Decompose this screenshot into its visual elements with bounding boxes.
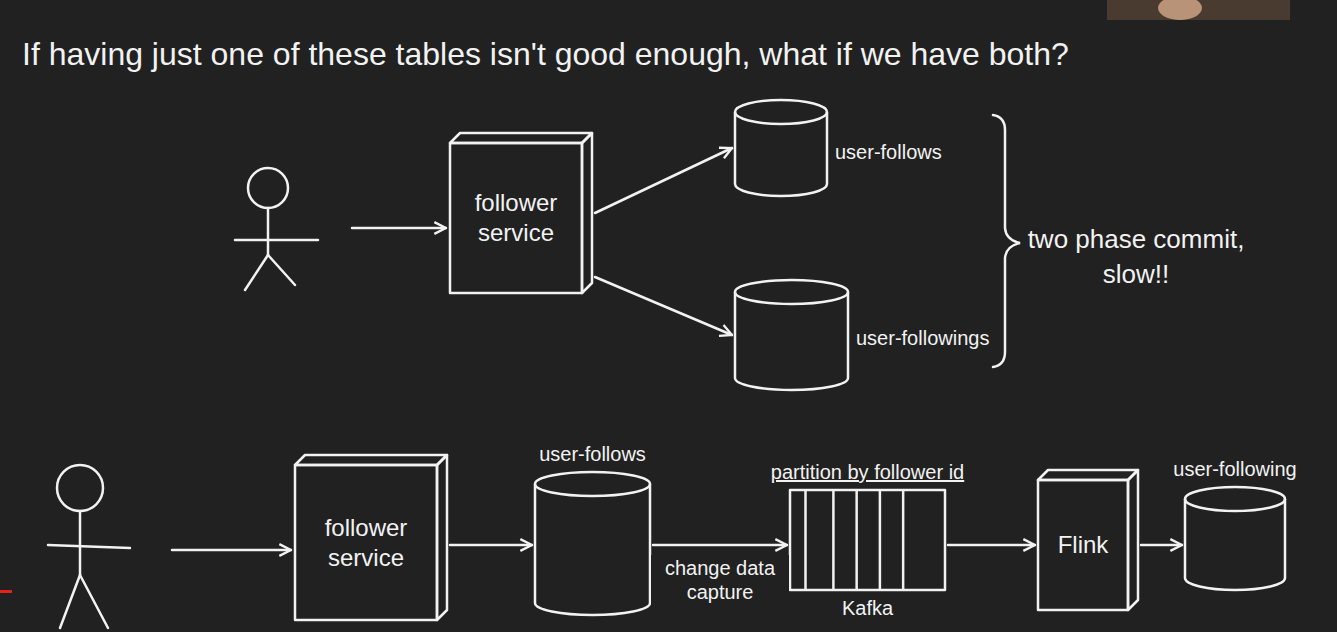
processor-box: Flink bbox=[1038, 470, 1138, 610]
label-slot: user-follows bbox=[539, 442, 646, 466]
label-slot: partition by follower id bbox=[771, 460, 964, 484]
connector-arrow bbox=[1141, 544, 1182, 547]
cylinder-body bbox=[735, 292, 848, 390]
cylinder-body bbox=[1185, 499, 1285, 590]
cylinder-top bbox=[535, 472, 650, 496]
box-face: Flink bbox=[1038, 480, 1128, 610]
label-slot: user-following bbox=[1173, 457, 1296, 481]
curly-brace bbox=[993, 115, 1020, 367]
queue-outline bbox=[790, 490, 945, 590]
node-outline bbox=[735, 100, 827, 196]
request-arrow bbox=[352, 227, 446, 230]
outline-shape bbox=[790, 490, 945, 590]
title: If having just one of these tables isn't… bbox=[22, 36, 1069, 73]
node-label: Flink bbox=[1058, 530, 1109, 560]
note: two phase commit, slow!! bbox=[1025, 222, 1247, 292]
queue-partition bbox=[855, 490, 858, 590]
connector-arrow bbox=[653, 544, 787, 547]
figure-body bbox=[267, 208, 270, 255]
box-top bbox=[450, 133, 592, 143]
figure-leg bbox=[80, 575, 108, 628]
node-label: follower service bbox=[303, 513, 429, 573]
figure-arms bbox=[48, 545, 130, 548]
queue-partition bbox=[804, 490, 807, 590]
label-slot: Kafka bbox=[842, 596, 893, 620]
figure-head bbox=[57, 465, 103, 511]
stick-figure bbox=[48, 465, 130, 628]
outline-shape bbox=[1185, 487, 1285, 590]
note-slot: two phase commit, slow!! bbox=[1025, 222, 1247, 292]
edge-label-slot: change data capture bbox=[651, 555, 789, 605]
queue-box: partition by follower idKafka bbox=[790, 490, 945, 590]
connector-arrow bbox=[595, 277, 732, 335]
node-caption: Kafka bbox=[842, 596, 893, 620]
node-heading: user-follows bbox=[539, 442, 646, 466]
box-face: follower service bbox=[450, 143, 582, 293]
node-outline bbox=[790, 490, 945, 590]
connector-arrow bbox=[948, 544, 1035, 547]
request-arrow bbox=[172, 549, 291, 552]
node-outline bbox=[1185, 487, 1285, 590]
node-heading: user-follows bbox=[835, 140, 942, 164]
title-slot: If having just one of these tables isn't… bbox=[22, 36, 1069, 73]
node-heading: user-following bbox=[1173, 457, 1296, 481]
webcam-face bbox=[1158, 0, 1202, 20]
node-outline bbox=[535, 472, 650, 615]
box-top bbox=[295, 455, 447, 465]
figure-leg bbox=[268, 255, 295, 285]
node-heading: user-followings bbox=[856, 326, 989, 350]
cylinder-body bbox=[535, 484, 650, 615]
box-front bbox=[450, 143, 582, 293]
outline-shape bbox=[450, 133, 592, 293]
database-cylinder: user-follows bbox=[735, 100, 827, 196]
figure-arms bbox=[235, 239, 318, 242]
box-top bbox=[1038, 470, 1138, 480]
outline-shape bbox=[735, 100, 827, 196]
connector-layer bbox=[450, 148, 1182, 545]
box-side bbox=[582, 133, 592, 293]
label-slot: user-follows bbox=[835, 140, 942, 164]
outline-shape bbox=[1038, 470, 1138, 610]
connector-arrow bbox=[595, 148, 732, 213]
node-outline bbox=[735, 280, 848, 390]
cylinder-top bbox=[735, 280, 848, 304]
queue-partition bbox=[902, 490, 905, 590]
database-cylinder: user-following bbox=[1185, 487, 1285, 590]
figure-leg bbox=[60, 575, 80, 628]
node-heading: partition by follower id bbox=[771, 460, 964, 484]
box-front bbox=[295, 465, 437, 620]
outline-shape bbox=[535, 472, 650, 615]
box-face: follower service bbox=[295, 465, 437, 620]
figure-leg bbox=[245, 255, 268, 290]
progress-bar bbox=[0, 590, 12, 593]
box-side bbox=[437, 455, 447, 620]
node-label: follower service bbox=[458, 188, 574, 248]
database-cylinder: user-followings bbox=[735, 280, 848, 390]
box-side bbox=[1128, 470, 1138, 610]
figure-head bbox=[248, 168, 288, 208]
box-front bbox=[1038, 480, 1128, 610]
edge-label: change data capture bbox=[654, 556, 786, 604]
outline-shape bbox=[295, 455, 447, 620]
label-slot: user-followings bbox=[856, 326, 989, 350]
connector-arrow bbox=[450, 544, 532, 547]
cylinder-top bbox=[735, 100, 827, 124]
queue-partition bbox=[879, 490, 882, 590]
service-box: follower service bbox=[450, 133, 592, 293]
database-cylinder: user-follows bbox=[535, 472, 650, 615]
stick-figure bbox=[235, 168, 318, 290]
cylinder-top bbox=[1185, 487, 1285, 511]
outline-shape bbox=[735, 280, 848, 390]
figure-body bbox=[79, 511, 82, 575]
queue-partition bbox=[832, 490, 835, 590]
service-box: follower service bbox=[295, 455, 447, 620]
